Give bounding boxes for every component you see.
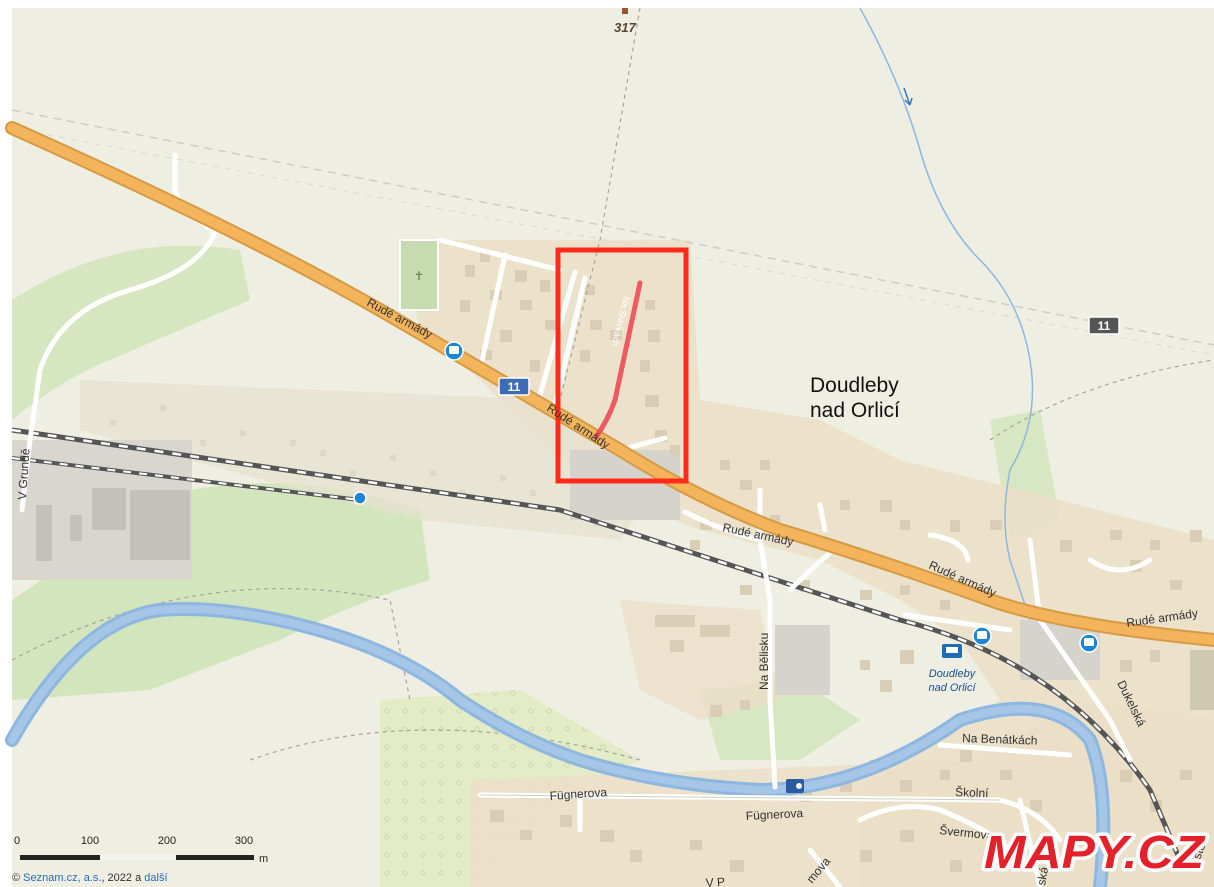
meadow-area — [12, 245, 250, 420]
flow-arrow-icon — [903, 87, 913, 106]
footpath — [11, 588, 411, 701]
highlighted-street — [593, 280, 643, 440]
train-station-icon[interactable] — [942, 644, 962, 658]
road-casings — [479, 794, 1001, 801]
svg-text:100: 100 — [81, 835, 99, 847]
main-road — [7, 123, 1214, 645]
elevation-marker: 317 — [614, 8, 637, 35]
svg-text:0: 0 — [14, 835, 20, 847]
bus-stop-icon[interactable] — [444, 341, 464, 361]
mapy-cz-logo[interactable]: MAPY.CZ MAPY.CZ — [981, 823, 1210, 882]
station-label: nad Orlicí — [928, 682, 976, 694]
street-label-partial: ská — [1034, 865, 1051, 886]
bus-stop-icon[interactable] — [972, 626, 992, 646]
route-shield: 11 — [498, 377, 530, 396]
svg-text:317: 317 — [614, 20, 636, 35]
seznam-link[interactable]: Seznam.cz, a.s. — [23, 872, 101, 884]
street-label-partial: V P — [705, 875, 725, 887]
building — [130, 490, 190, 560]
highlight-box — [555, 247, 689, 484]
footpath — [559, 7, 641, 401]
street-label-na-benatkach: Na Benátkách — [962, 731, 1038, 748]
route-shield: 11 — [1088, 316, 1120, 335]
svg-text:11: 11 — [508, 380, 521, 394]
copyright: © Seznam.cz, a.s., 2022 a další — [12, 872, 168, 884]
scale-bar — [20, 855, 254, 860]
bus-stop-icon[interactable] — [1079, 633, 1099, 653]
station-label: Doudleby — [929, 668, 977, 680]
svg-text:m: m — [259, 853, 268, 865]
svg-text:300: 300 — [235, 835, 253, 847]
info-point-icon[interactable] — [786, 779, 804, 793]
built-up-area — [400, 240, 1214, 887]
built-up-area — [620, 600, 780, 720]
slope-buildings — [110, 405, 536, 496]
svg-text:MAPY.CZ: MAPY.CZ — [984, 826, 1206, 878]
more-link[interactable]: další — [144, 872, 167, 884]
buildings — [460, 250, 1214, 872]
railway-stop-icon[interactable] — [353, 491, 367, 505]
cemetery — [399, 239, 439, 311]
footpath — [249, 729, 641, 761]
street-label-fugnerova: Fügnerova — [745, 806, 803, 823]
building — [36, 505, 52, 561]
industrial-area — [570, 450, 680, 520]
street-label-skolni: Školní — [955, 784, 990, 800]
street-label-partial: stě — [1190, 841, 1209, 861]
slope-shade — [80, 380, 660, 540]
svg-text:MAPY.CZ: MAPY.CZ — [984, 826, 1206, 878]
place-name: Doudleby — [810, 374, 899, 397]
street-label-v-grunde: V Grundě — [15, 448, 33, 501]
industrial-area — [775, 625, 830, 695]
building — [92, 488, 126, 530]
stream — [859, 7, 1034, 621]
street-label-fugnerova: Fügnerova — [549, 785, 608, 803]
street-label-svermova: Švermova — [939, 822, 995, 843]
svg-text:✝: ✝ — [414, 269, 424, 283]
scale-labels: 0 100 200 300 m — [14, 835, 268, 865]
svg-text:11: 11 — [1098, 319, 1111, 333]
building — [70, 515, 82, 541]
street-label-na-belisku: Na Bělisku — [757, 633, 771, 690]
footpath — [989, 359, 1214, 441]
place-name: nad Orlicí — [810, 399, 900, 422]
svg-text:200: 200 — [158, 835, 176, 847]
